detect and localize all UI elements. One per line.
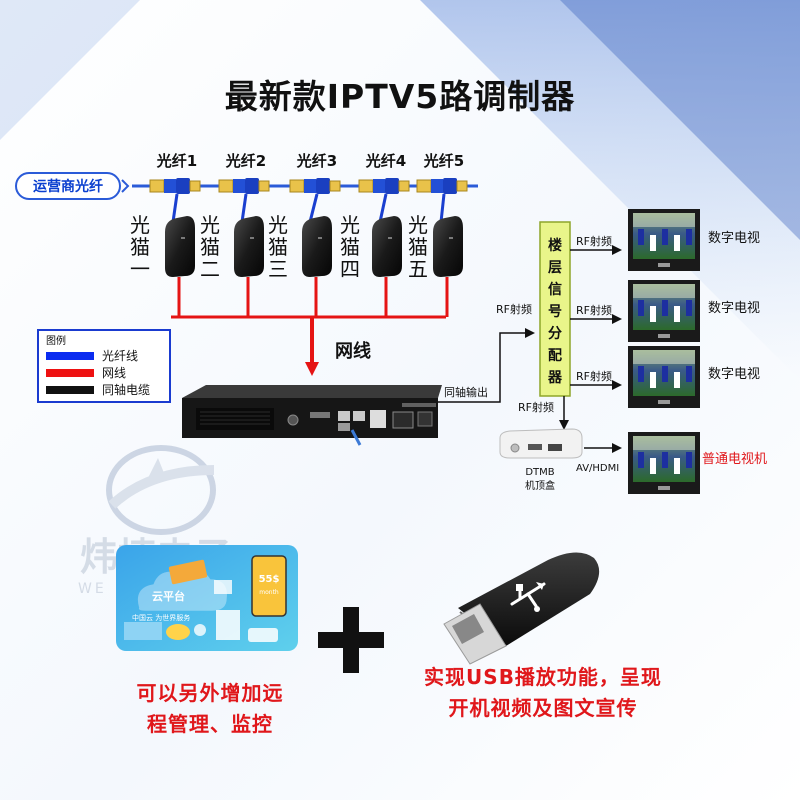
optical-modem-3 xyxy=(302,216,332,277)
legend-swatch-fiber xyxy=(46,352,94,360)
modem-label-2: 光猫二 xyxy=(200,213,220,281)
splitter-char: 分 xyxy=(548,326,562,342)
plus-sign xyxy=(318,607,384,673)
fiber-connectors xyxy=(149,178,468,194)
digital-tv-label-1: 数字电视 xyxy=(708,231,760,246)
caption-right-line2: 开机视频及图文宣传 xyxy=(448,696,638,720)
optical-modem-4 xyxy=(372,216,402,277)
legend-swatch-network xyxy=(46,369,94,377)
fiber-drop-4 xyxy=(378,193,388,223)
cloud-platform-card: 云平台 中国云 为世界服务 55$ month xyxy=(116,545,298,651)
plus-sign-text: + xyxy=(0,0,1,1)
modem-label-1: 光猫一 xyxy=(130,213,150,281)
normal-tv-label: 普通电视机 xyxy=(702,452,767,467)
optical-modem-5 xyxy=(433,216,463,277)
fiber-drop-1 xyxy=(171,193,179,223)
splitter-char: 号 xyxy=(548,304,562,320)
fiber-drop-5 xyxy=(439,193,446,223)
digital-tv-2 xyxy=(628,280,700,342)
caption-usb-playback: 实现USB播放功能，呈现 开机视频及图文宣传 xyxy=(388,662,698,724)
caption-right-line1: 实现USB播放功能，呈现 xyxy=(424,665,662,689)
normal-tv xyxy=(628,432,700,494)
network-cable-label: 网线 xyxy=(335,340,371,362)
operator-fiber-badge: 运营商光纤 xyxy=(15,172,130,200)
fiber-connector-3 xyxy=(289,178,341,194)
usb-drive xyxy=(443,552,600,665)
splitter-char: 配 xyxy=(548,348,562,364)
iptv-modulator-device xyxy=(182,385,442,446)
splitter-char: 楼 xyxy=(548,237,562,254)
coax-output-line xyxy=(438,328,535,403)
legend-label-network: 网线 xyxy=(102,366,126,380)
caption-left-line2: 程管理、监控 xyxy=(147,712,273,736)
cloud-subtitle: 中国云 为世界服务 xyxy=(132,613,190,622)
rf-label-stb: RF射频 xyxy=(518,400,554,414)
dtmb-set-top-box xyxy=(499,428,583,459)
fiber-label-4: 光纤4 xyxy=(365,152,406,170)
watermark-sub: WE xyxy=(78,581,107,597)
fiber-connector-2 xyxy=(218,178,270,194)
fiber-connector-1 xyxy=(149,178,201,194)
digital-tv-label-2: 数字电视 xyxy=(708,301,760,316)
fiber-connector-4 xyxy=(358,178,410,194)
stb-label-line2: 机顶盒 xyxy=(525,479,555,492)
fiber-drop-2 xyxy=(240,193,248,223)
caption-remote-management: 可以另外增加远 程管理、监控 xyxy=(110,678,310,740)
coax-output-label: 同轴输出 xyxy=(444,385,488,399)
fiber-label-2: 光纤2 xyxy=(225,152,266,170)
floor-signal-splitter xyxy=(539,221,571,397)
page-title: 最新款IPTV5路调制器 xyxy=(224,77,576,116)
operator-fiber-label: 运营商光纤 xyxy=(33,178,103,195)
optical-modem-1 xyxy=(165,216,195,277)
av-hdmi-label: AV/HDMI xyxy=(576,463,619,474)
fiber-connector-5 xyxy=(416,178,468,194)
price-sub: month xyxy=(259,589,279,596)
fiber-drops xyxy=(171,193,446,223)
optical-modems xyxy=(165,216,463,277)
modem-label-3: 光猫三 xyxy=(268,213,288,281)
legend-label-coax: 同轴电缆 xyxy=(102,382,150,397)
modem-label-4: 光猫四 xyxy=(340,213,360,281)
fiber-label-1: 光纤1 xyxy=(156,152,197,170)
legend-swatch-coax xyxy=(46,386,94,394)
digital-tv-1 xyxy=(628,209,700,271)
price-text: 55$ xyxy=(259,574,280,585)
legend-title: 图例 xyxy=(46,334,66,347)
network-cable-bus xyxy=(171,277,449,376)
fiber-label-3: 光纤3 xyxy=(296,152,337,170)
stb-label-line1: DTMB xyxy=(525,467,554,478)
digital-tv-3 xyxy=(628,346,700,408)
splitter-outputs: RF射频 RF射频 RF射频 xyxy=(570,234,622,390)
caption-left-line1: 可以另外增加远 xyxy=(136,681,284,705)
fiber-label-5: 光纤5 xyxy=(423,152,464,170)
modem-label-5: 光猫五 xyxy=(408,213,428,281)
rf-label-tv-1: RF射频 xyxy=(576,234,612,248)
modem-labels: 光猫一 光猫二 光猫三 光猫四 光猫五 xyxy=(130,213,428,281)
fiber-labels: 光纤1 光纤2 光纤3 光纤4 光纤5 xyxy=(156,152,464,170)
rf-label-input: RF射频 xyxy=(496,302,532,316)
splitter-char: 层 xyxy=(548,260,562,276)
optical-modem-2 xyxy=(234,216,264,277)
cloud-title: 云平台 xyxy=(152,589,185,603)
rf-label-tv-3: RF射频 xyxy=(576,369,612,383)
digital-tv-label-3: 数字电视 xyxy=(708,367,760,382)
rf-label-tv-2: RF射频 xyxy=(576,303,612,317)
legend: 图例 光纤线 网线 同轴电缆 xyxy=(37,329,171,403)
fiber-drop-3 xyxy=(308,193,319,223)
splitter-char: 信 xyxy=(548,281,562,298)
splitter-char: 器 xyxy=(547,370,563,386)
legend-label-fiber: 光纤线 xyxy=(102,349,138,363)
